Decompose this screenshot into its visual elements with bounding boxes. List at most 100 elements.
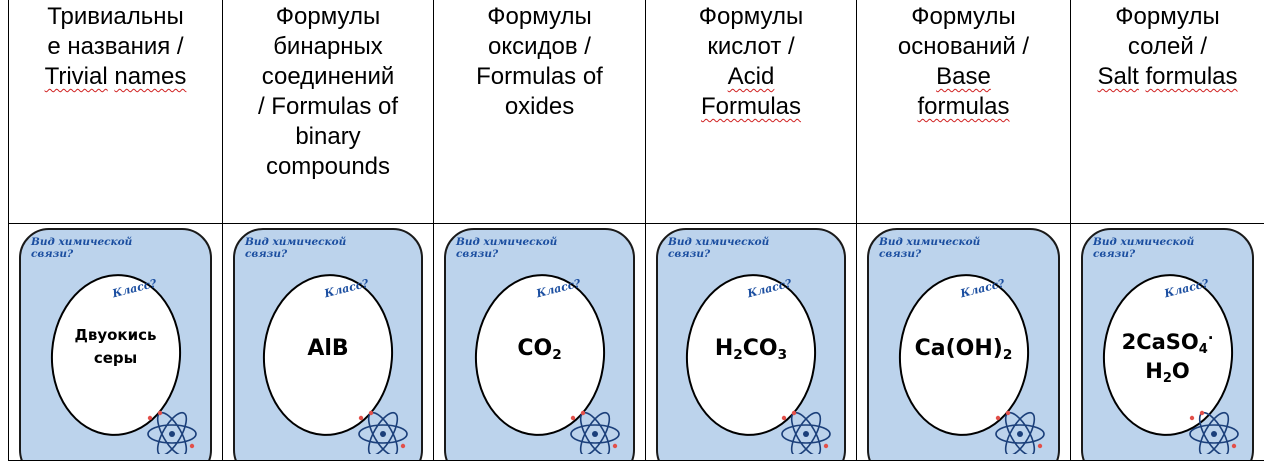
header-text: оснований / <box>897 33 1030 60</box>
formula-line: 2CaSO4· <box>1083 324 1252 357</box>
header-text: кислот / <box>707 33 795 60</box>
header-line: солей / <box>1071 32 1264 62</box>
bond-type-line: связи? <box>31 248 74 260</box>
spellcheck-word: Trivial <box>44 63 108 90</box>
header-line: Формулы <box>646 2 856 32</box>
bond-type-line: связи? <box>245 248 288 260</box>
header-text: oxides <box>504 93 575 120</box>
header-line: Formulas of <box>434 62 645 92</box>
header-text <box>1139 63 1146 90</box>
formula-text: Ca(OH)2 <box>869 334 1058 364</box>
formula-part: CO <box>742 336 778 361</box>
header-line: Формулы <box>223 2 433 32</box>
subscript: 3 <box>777 347 788 363</box>
formula-line: AlB <box>235 334 421 364</box>
header-line: Тривиальны <box>9 2 222 32</box>
spellcheck-word: Acid <box>727 63 775 90</box>
header-line: кислот / <box>646 32 856 62</box>
subscript: 4 <box>1198 342 1208 357</box>
spellcheck-word: formulas <box>917 93 1010 120</box>
header-text: compounds <box>265 153 391 180</box>
header-text: binary <box>295 123 361 150</box>
header-line: Base <box>857 62 1070 92</box>
header-line: Salt formulas <box>1071 62 1264 92</box>
header-line: оксидов / <box>434 32 645 62</box>
formula-text: 2CaSO4·H2O <box>1083 324 1252 386</box>
header-line: / Formulas of <box>223 92 433 122</box>
header-text: Тривиальны <box>47 3 184 30</box>
subscript: 2 <box>1002 347 1013 363</box>
header-line: Формулы <box>857 2 1070 32</box>
atom-icon <box>147 410 197 454</box>
header-line: оснований / <box>857 32 1070 62</box>
subscript: 2 <box>1162 371 1172 386</box>
header-line: binary <box>223 122 433 152</box>
bond-type-line: связи? <box>456 248 499 260</box>
formula-text: AlB <box>235 334 421 364</box>
formula-line: H2O <box>1083 357 1252 386</box>
header-line: Trivial names <box>9 62 222 92</box>
header-text: бинарных <box>273 33 383 60</box>
header-line: formulas <box>857 92 1070 122</box>
formula-part: AlB <box>307 336 349 361</box>
header-text: / Formulas of <box>257 93 399 120</box>
header-text: Формулы <box>698 3 804 30</box>
header-line: бинарных <box>223 32 433 62</box>
formula-part: Ca(OH) <box>914 336 1003 361</box>
formula-line: H2CO3 <box>658 334 844 364</box>
header-text: е названия / <box>47 33 184 60</box>
bond-type-line: Вид химической <box>456 236 558 248</box>
header-line: oxides <box>434 92 645 122</box>
header-text: Формулы <box>1115 3 1220 30</box>
bond-type-line: Вид химической <box>1093 236 1195 248</box>
formula-part: серы <box>93 349 138 367</box>
formula-part: H <box>1145 359 1163 383</box>
spellcheck-word: Base <box>936 63 991 90</box>
spellcheck-word: Salt <box>1097 63 1139 90</box>
atom-icon <box>1189 410 1239 454</box>
formula-line: Ca(OH)2 <box>869 334 1058 364</box>
bond-type-line: связи? <box>668 248 711 260</box>
formula-text: Двуокись серы <box>21 324 210 370</box>
bond-type-line: связи? <box>1093 248 1136 260</box>
spellcheck-word: formulas <box>1145 63 1238 90</box>
formula-line: CO2 <box>446 334 633 364</box>
formula-part: O <box>1171 359 1190 383</box>
header-text: Formulas of <box>476 63 603 90</box>
formula-text: H2CO3 <box>658 334 844 364</box>
header-text: соединений <box>261 63 395 90</box>
header-line: Acid <box>646 62 856 92</box>
bond-type-line: Вид химической <box>31 236 133 248</box>
header-line: compounds <box>223 152 433 182</box>
bond-type-line: связи? <box>879 248 922 260</box>
bond-type-line: Вид химической <box>879 236 981 248</box>
spellcheck-word: Formulas <box>700 93 802 120</box>
subscript: 2 <box>733 347 743 363</box>
header-text: солей / <box>1127 33 1208 60</box>
header-line: е названия / <box>9 32 222 62</box>
formula-line: Двуокись <box>21 324 210 347</box>
atom-icon <box>995 410 1045 454</box>
header-cell-trivial: Тривиальны е названия /Trivial names <box>9 0 223 224</box>
bond-type-line: Вид химической <box>245 236 347 248</box>
